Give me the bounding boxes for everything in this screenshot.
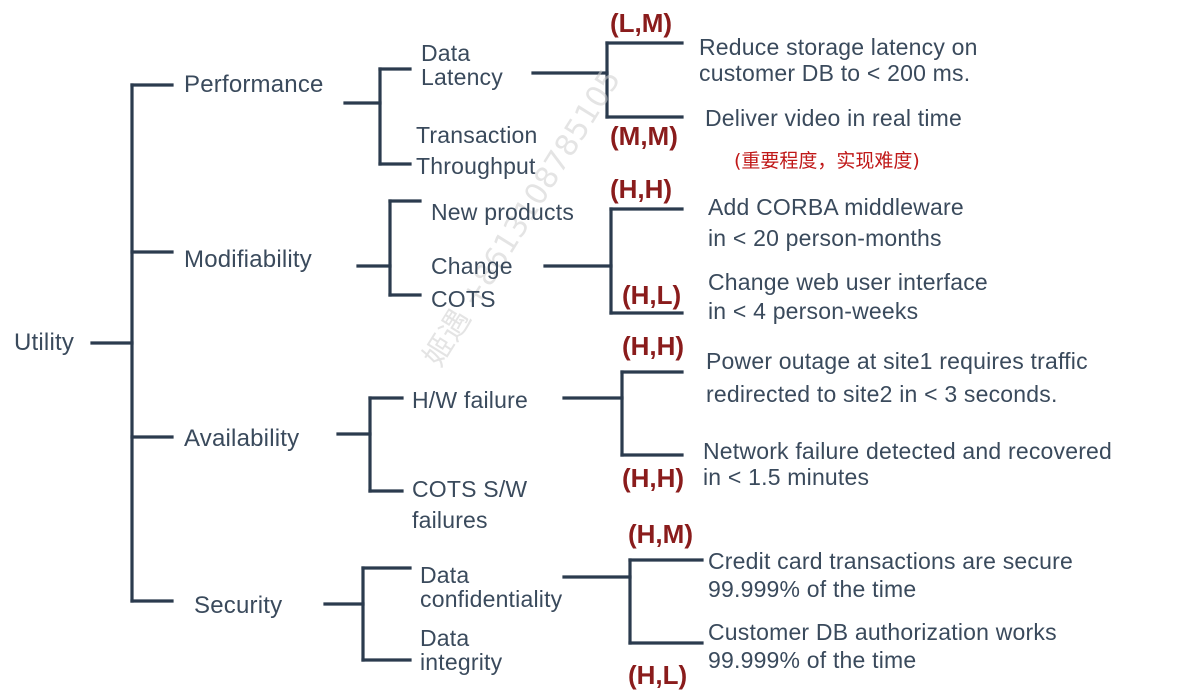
scenario-credit-card-line1: Credit card transactions are secure (708, 548, 1073, 574)
scenario-corba-line1: Add CORBA middleware (708, 194, 964, 220)
data-latency-label-line1: Data (421, 40, 471, 66)
rating-web-ui: (H,L) (622, 280, 682, 310)
rating-corba: (H,H) (610, 174, 673, 204)
rating-power-outage: (H,H) (622, 331, 685, 361)
rating-credit-card: (H,M) (628, 519, 693, 549)
scenario-storage-latency-line2: customer DB to < 200 ms. (699, 60, 971, 86)
data-latency-label-line2: Latency (421, 64, 503, 90)
scenario-storage-latency-line1: Reduce storage latency on (699, 34, 978, 60)
data-confidentiality-label-line2: confidentiality (420, 586, 563, 612)
hw-failure-label: H/W failure (412, 387, 528, 413)
rating-video: (M,M) (610, 121, 678, 151)
importance-difficulty-note: (重要程度，实现难度) (734, 150, 920, 172)
scenario-network-failure-line1: Network failure detected and recovered (703, 438, 1113, 464)
security-label: Security (194, 592, 283, 619)
transaction-throughput-label-line1: Transaction (416, 122, 538, 148)
scenario-db-authorization-line2: 99.999% of the time (708, 647, 917, 673)
change-cots-label-line2: COTS (431, 286, 496, 312)
rating-storage-latency: (L,M) (610, 8, 673, 38)
scenario-video-line1: Deliver video in real time (705, 105, 963, 131)
scenario-power-outage-line2: redirected to site2 in < 3 seconds. (706, 381, 1058, 407)
data-integrity-label-line1: Data (420, 625, 470, 651)
cots-sw-failures-label-line2: failures (412, 507, 488, 533)
scenario-db-authorization-line1: Customer DB authorization works (708, 619, 1057, 645)
rating-db-authorization: (H,L) (628, 660, 688, 690)
new-products-label: New products (431, 199, 575, 225)
cots-sw-failures-label-line1: COTS S/W (412, 476, 528, 502)
change-cots-label-line1: Change (431, 253, 513, 279)
performance-label: Performance (184, 71, 324, 98)
transaction-throughput-label-line2: Throughput (416, 153, 536, 179)
scenario-network-failure-line2: in < 1.5 minutes (703, 464, 870, 490)
data-confidentiality-label-line1: Data (420, 562, 470, 588)
scenario-power-outage-line1: Power outage at site1 requires traffic (706, 348, 1088, 374)
scenario-corba-line2: in < 20 person-months (708, 225, 942, 251)
scenario-web-ui-line2: in < 4 person-weeks (708, 298, 919, 324)
rating-network-failure: (H,H) (622, 463, 685, 493)
data-integrity-label-line2: integrity (420, 649, 503, 675)
modifiability-label: Modifiability (184, 246, 312, 273)
availability-label: Availability (184, 425, 300, 452)
scenario-web-ui-line1: Change web user interface (708, 269, 988, 295)
scenario-credit-card-line2: 99.999% of the time (708, 576, 917, 602)
root-utility-label: Utility (14, 329, 75, 356)
